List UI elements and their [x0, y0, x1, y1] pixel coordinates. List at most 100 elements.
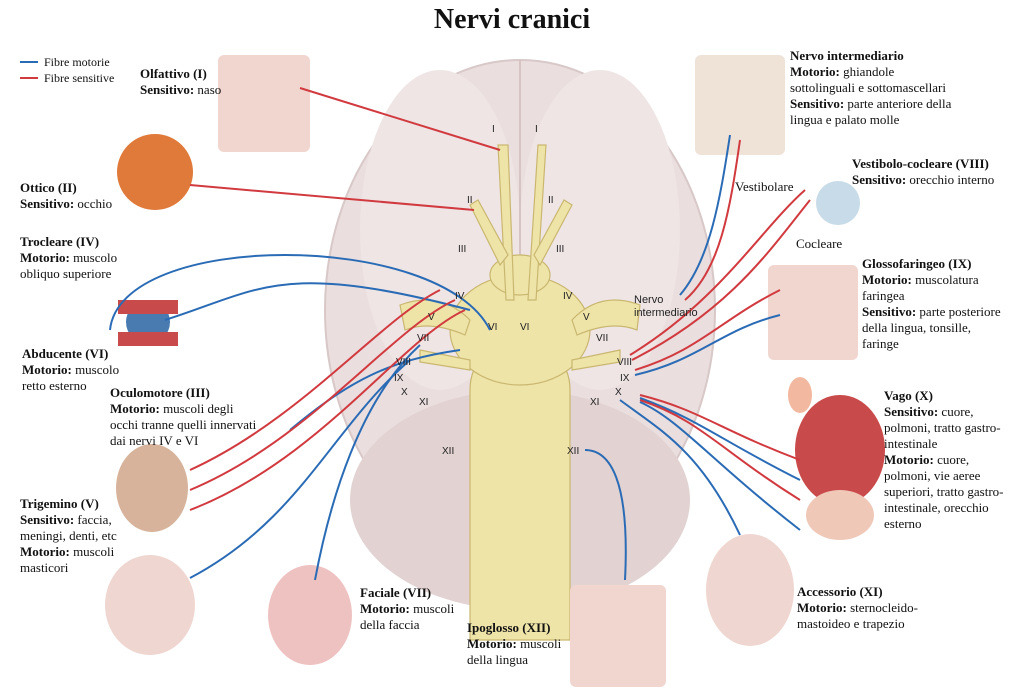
trigemino-k2: Motorio: — [20, 544, 70, 559]
vago-v1: cuore, polmoni, tratto gastro-intestinal… — [884, 404, 1001, 451]
brainstem-illustration — [399, 144, 641, 641]
label-intermediario: Nervo intermediario Motorio: ghiandole s… — [790, 48, 952, 128]
numeral-V-left: V — [428, 312, 435, 323]
numeral-IV-left: IV — [455, 291, 465, 302]
ipoglosso-name: Ipoglosso (XII) — [467, 620, 551, 635]
abducente-k1: Motorio: — [22, 362, 72, 377]
label-vestibolo-cocleare: Vestibolo-cocleare (VIII) Sensitivo: ore… — [852, 156, 1022, 188]
abducente-v1: muscolo retto esterno — [22, 362, 120, 393]
nervo-intermediario-tag: Nervo intermediario — [634, 294, 698, 319]
vago-k1: Sensitivo: — [884, 404, 939, 419]
legend-sensory: Fibre sensitive — [20, 70, 114, 86]
oculomotore-v1: muscoli degli occhi tranne quelli innerv… — [110, 401, 257, 448]
numeral-II-right: II — [548, 195, 554, 206]
faciale-name: Faciale (VII) — [360, 585, 432, 600]
label-faciale: Faciale (VII) Motorio: muscoli della fac… — [360, 585, 460, 633]
accessorio-name: Accessorio (XI) — [797, 584, 883, 599]
label-oculomotore: Oculomotore (III) Motorio: muscoli degli… — [110, 385, 262, 449]
sensory-swatch — [20, 77, 38, 79]
numeral-IX-left: IX — [394, 373, 404, 384]
trocleare-name: Trocleare (IV) — [20, 234, 100, 249]
vago-k2: Motorio: — [884, 452, 934, 467]
glosso-name: Glossofaringeo (IX) — [862, 256, 972, 271]
vago-name: Vago (X) — [884, 388, 933, 403]
ottico-k1: Sensitivo: — [20, 196, 75, 211]
label-ipoglosso: Ipoglosso (XII) Motorio: muscoli della l… — [467, 620, 567, 668]
olfattivo-v1: naso — [194, 82, 222, 97]
legend-motor: Fibre motorie — [20, 54, 114, 70]
numeral-IX-right: IX — [620, 373, 630, 384]
numeral-II-left: II — [467, 195, 473, 206]
faciale-v1: muscoli della faccia — [360, 601, 455, 632]
inner-ear-illustration — [816, 181, 860, 225]
face-muscles-illustration — [268, 565, 352, 665]
numeral-VIII-right: VIII — [617, 357, 633, 368]
tongue-illustration — [570, 585, 666, 687]
trocleare-v1: muscolo obliquo superiore — [20, 250, 118, 281]
oculomotore-k1: Motorio: — [110, 401, 160, 416]
trigemino-v1: faccia, meningi, denti, etc — [20, 512, 117, 543]
skull-side-illustration — [695, 55, 785, 155]
numeral-VII-right: VII — [596, 333, 609, 344]
glosso-k2: Sensitivo: — [862, 304, 917, 319]
motor-swatch — [20, 61, 38, 63]
olfattivo-name: Olfattivo (I) — [140, 66, 207, 81]
intermediario-name: Nervo intermediario — [790, 48, 904, 63]
vestibolare-label: Vestibolare — [735, 179, 794, 194]
ipoglosso-k1: Motorio: — [467, 636, 517, 651]
cocleare-label: Cocleare — [796, 236, 843, 251]
glosso-v1: muscolatura faringea — [862, 272, 979, 303]
numeral-VIII-left: VIII — [396, 357, 412, 368]
intermediario-v2: parte anteriore della lingua e palato mo… — [790, 96, 952, 127]
trigemino-v2: muscoli masticori — [20, 544, 115, 575]
eye-illustration — [117, 134, 193, 210]
label-trocleare: Trocleare (IV) Motorio: muscolo obliquo … — [20, 234, 132, 282]
legend-motor-label: Fibre motorie — [44, 55, 110, 69]
pharynx-illustration — [768, 265, 858, 360]
nerve-fibres — [109, 87, 811, 581]
accessorio-k1: Motorio: — [797, 600, 847, 615]
numeral-VI-left: VI — [488, 322, 498, 333]
label-olfattivo: Olfattivo (I) Sensitivo: naso — [140, 66, 230, 98]
label-accessorio: Accessorio (XI) Motorio: sternocleido-ma… — [797, 584, 937, 632]
numeral-XI-left: XI — [419, 397, 429, 408]
ear-illustration — [788, 377, 812, 413]
ipoglosso-v1: muscoli della lingua — [467, 636, 562, 667]
glosso-v2: parte posteriore della lingua, tonsille,… — [862, 304, 1001, 351]
olfattivo-k1: Sensitivo: — [140, 82, 195, 97]
legend-sensory-label: Fibre sensitive — [44, 71, 115, 85]
numeral-X-right: X — [615, 387, 622, 398]
trigemino-k1: Sensitivo: — [20, 512, 75, 527]
numeral-III-left: III — [458, 244, 467, 255]
intermediario-k2: Sensitivo: — [790, 96, 845, 111]
numeral-VII-left: VII — [417, 333, 430, 344]
diagram-title: Nervi cranici — [433, 4, 591, 35]
vestibolo-v1: orecchio interno — [906, 172, 995, 187]
label-ottico: Ottico (II) Sensitivo: occhio — [20, 180, 120, 212]
neck-illustration — [706, 534, 794, 646]
numeral-IV-right: IV — [563, 291, 573, 302]
vago-v2: cuore, polmoni, vie aeree superiori, tra… — [884, 452, 1004, 531]
intermediario-v1: ghiandole sottolinguali e sottomascellar… — [790, 64, 946, 95]
numeral-V-right: V — [583, 312, 590, 323]
vestibolo-k1: Sensitivo: — [852, 172, 907, 187]
numeral-I-right: I — [535, 124, 538, 135]
head-illustration — [116, 444, 188, 532]
organs-illustration — [795, 395, 885, 505]
label-glossofaringeo: Glossofaringeo (IX) Motorio: muscolatura… — [862, 256, 1002, 352]
numeral-VI-right: VI — [520, 322, 530, 333]
numeral-I-left: I — [492, 124, 495, 135]
label-vago: Vago (X) Sensitivo: cuore, polmoni, trat… — [884, 388, 1004, 532]
ottico-name: Ottico (II) — [20, 180, 77, 195]
label-trigemino: Trigemino (V) Sensitivo: faccia, meningi… — [20, 496, 128, 576]
intermediario-k1: Motorio: — [790, 64, 840, 79]
numeral-XII-right: XII — [567, 446, 580, 457]
legend: Fibre motorie Fibre sensitive — [20, 54, 114, 86]
accessorio-v1: sternocleido-mastoideo e trapezio — [797, 600, 918, 631]
numeral-XII-left: XII — [442, 446, 455, 457]
glosso-k1: Motorio: — [862, 272, 912, 287]
numeral-XI-right: XI — [590, 397, 600, 408]
label-abducente: Abducente (VI) Motorio: muscolo retto es… — [22, 346, 122, 394]
